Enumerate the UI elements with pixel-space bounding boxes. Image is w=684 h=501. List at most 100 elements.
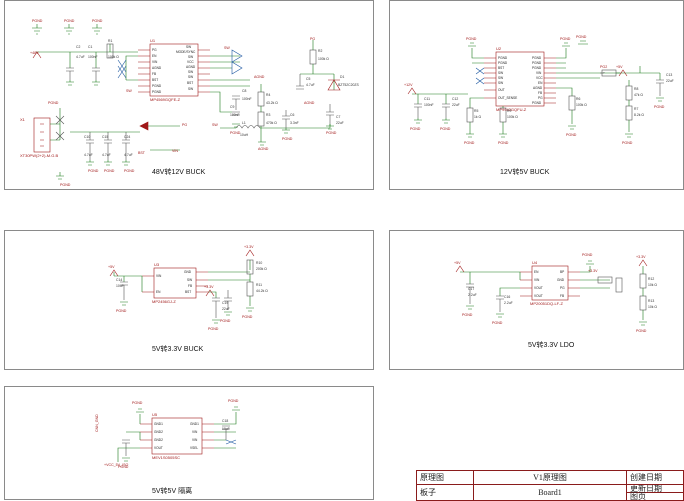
r2-ref: R2 [318, 49, 322, 53]
net-vin: VIN [172, 149, 178, 153]
net-pgnd: PGND [64, 19, 75, 23]
d1-val: BZT52C20ZS [338, 83, 359, 87]
net-vcc-iso: +VCC_5V_ISO [104, 463, 128, 467]
frame-48v-to-12v [4, 0, 374, 190]
u2-pin: PGND [532, 61, 542, 65]
u4-pin: EN [534, 270, 539, 274]
net-pgnd: PGND [410, 127, 421, 131]
r2-val: 100k Ω [318, 57, 329, 61]
u2-pin: OUT_SENSE [498, 96, 517, 100]
net-pgnd: PGND [498, 141, 509, 145]
u4-ref: U4 [532, 260, 538, 265]
net-pgnd: PGND [622, 141, 633, 145]
u1-pin: SW [188, 75, 193, 79]
net-pgnd: PGND [466, 37, 477, 41]
u2-pin: FB [538, 91, 542, 95]
c18-ref: C18 [222, 419, 228, 423]
r12-ref: R12 [648, 277, 654, 281]
net-pgnd: PGND [88, 169, 99, 173]
title-block-schematic-name: V1原理图 [473, 470, 627, 485]
u1-pin: AGND [186, 65, 196, 69]
net-pgnd: PGND [104, 169, 115, 173]
c9-val: 100nF [230, 113, 240, 117]
net-pgnd: PGND [132, 401, 143, 405]
u1-pin: PGND [152, 84, 162, 88]
title-block-label-schematic: 原理图 [416, 470, 474, 485]
net-pgnd: PGND [118, 465, 129, 469]
c17-ref: C17 [468, 287, 474, 291]
u3-ref: U3 [154, 262, 160, 267]
c2-val: 4.7uF [76, 55, 85, 59]
c14-val: 10uF [116, 284, 124, 288]
r1-ref: R1 [108, 39, 112, 43]
j1-ref: X1 [20, 117, 26, 122]
r10-val: 200k Ω [256, 267, 267, 271]
c16-val: 2.2uF [504, 301, 513, 305]
u2-pin: PG [538, 96, 543, 100]
block-title-5v-3v3-ldo: 5V转3.3V LDO [528, 342, 575, 349]
net-sw: SW [126, 89, 132, 93]
u1-pin: FB [152, 72, 156, 76]
c11-val: 100nF [424, 103, 434, 107]
u1-ref: U1 [150, 38, 156, 43]
net-cnn-gnd: CNN_GND [95, 414, 99, 432]
u2-pin: OUT [498, 88, 505, 92]
u3-pin: EN [156, 290, 161, 294]
u1-pin: AGND [152, 66, 162, 70]
u5-pin: VIN [192, 438, 198, 442]
u2-pin: SW [498, 76, 503, 80]
block-title-5v-5v-iso: 5V转5V 隔离 [152, 488, 193, 495]
u2-pin: BST [498, 66, 504, 70]
title-block-page-label: 图页 [630, 492, 646, 501]
u1-pin: SW [188, 87, 193, 91]
u1-pin: BST [152, 78, 158, 82]
c15-val: 4.7uF [102, 153, 111, 157]
net-pgnd: PGND [124, 169, 135, 173]
r13-ref: R13 [648, 299, 654, 303]
u2-pin: PGND [498, 61, 508, 65]
r8-val: 47k Ω [634, 93, 643, 97]
u4-pin: BP [560, 270, 564, 274]
net-pg: PG [310, 37, 315, 41]
u3-pin: BST [185, 290, 191, 294]
net-pgnd: PGND [636, 329, 647, 333]
u5-pin: GND2 [154, 430, 163, 434]
block-title-5v-3v3-buck: 5V转3.3V BUCK [152, 346, 204, 353]
r1-val: 100k Ω [108, 55, 119, 59]
title-block-created-date: 创建日期 [626, 470, 684, 485]
l1-ref: L1 [242, 121, 246, 125]
u2-pin: EN [538, 81, 543, 85]
u1-chip [149, 43, 199, 97]
u2-pin: PGND [532, 66, 542, 70]
net-pgnd: PGND [220, 319, 231, 323]
u2-part-name: MP9943GQFU-Z [496, 107, 527, 112]
c16-ref: C16 [504, 295, 510, 299]
u1-pin: PGND [152, 90, 162, 94]
u5-ref: U5 [152, 412, 158, 417]
c13-ref: C13 [666, 73, 672, 77]
u4-part-name: MP20051DQ-LF-Z [530, 301, 563, 306]
net-pgnd: PGND [560, 37, 571, 41]
c1-ref: C1 [88, 45, 92, 49]
u4-pin: VIN [534, 278, 540, 282]
net-pgnd: PGND [92, 19, 103, 23]
net-pgnd: PGND [464, 141, 475, 145]
r3-ref: R3 [266, 113, 270, 117]
net-plus33: +3.3V [204, 285, 214, 289]
r7-ref: R7 [634, 107, 638, 111]
net-plus48: +48V [30, 51, 39, 55]
r11-val: 44.2k Ω [256, 289, 268, 293]
u1-pin: BST [187, 81, 193, 85]
c12-ref: C12 [452, 97, 458, 101]
c13-val: 22uF [666, 79, 674, 83]
u1-part-name: MP4569GQFE-Z [150, 97, 181, 102]
net-plus33: +3.3V [244, 245, 254, 249]
r8-ref: R8 [634, 87, 638, 91]
c7-val: 22uF [336, 121, 344, 125]
l1-val: 10uH [240, 133, 249, 137]
r7-val: 8.2k Ω [634, 113, 644, 117]
u2-pin: SW [498, 81, 503, 85]
u2-pin: VIN [536, 71, 542, 75]
net-plus12: +12V [404, 83, 413, 87]
